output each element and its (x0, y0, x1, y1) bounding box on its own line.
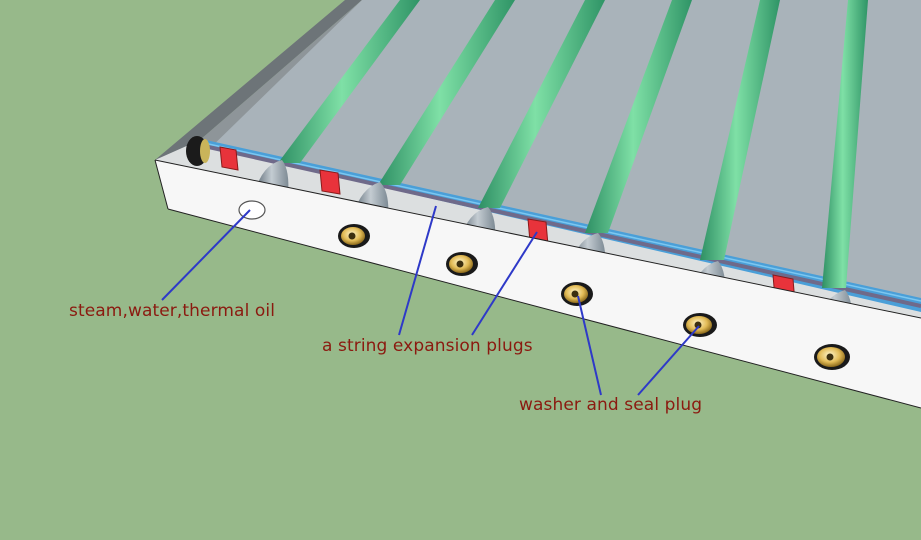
absorber-plate (200, 0, 921, 300)
riser-tube (378, 0, 515, 185)
header-end-ring (200, 139, 210, 163)
frame-edge-line (167, 208, 921, 409)
frame-edge-line (154, 159, 921, 319)
washer-plug (561, 282, 593, 306)
header-highlight (203, 142, 921, 302)
expansion-plug (319, 169, 341, 195)
riser-tubes (278, 0, 868, 288)
washer-plug (683, 313, 717, 337)
frame-edge-line (154, 159, 169, 210)
expansion-plug (219, 146, 239, 171)
label-washer-and-seal-plug: washer and seal plug (519, 395, 703, 415)
washer-plugs (338, 224, 850, 370)
frame-back-rim (155, 0, 362, 160)
washer-plug (338, 224, 370, 248)
leader-line-washer-b (637, 325, 700, 396)
washer-plug (814, 344, 850, 370)
label-string-expansion-plugs: a string expansion plugs (322, 336, 533, 356)
expansion-plugs (219, 146, 796, 304)
riser-tube (700, 0, 780, 260)
label-steam-water-thermal-oil: steam,water,thermal oil (69, 301, 276, 321)
leader-line-string-a (398, 205, 437, 336)
riser-tube (278, 0, 420, 163)
riser-tube (478, 0, 605, 208)
leader-line-string-b (471, 231, 538, 336)
leader-line-washer-a (577, 295, 602, 396)
leader-lines (161, 205, 700, 396)
washer-plug (446, 252, 478, 276)
leader-line-steam (161, 209, 251, 301)
frame-front-face (155, 160, 921, 408)
riser-tube (822, 0, 868, 288)
riser-tube (585, 0, 692, 233)
